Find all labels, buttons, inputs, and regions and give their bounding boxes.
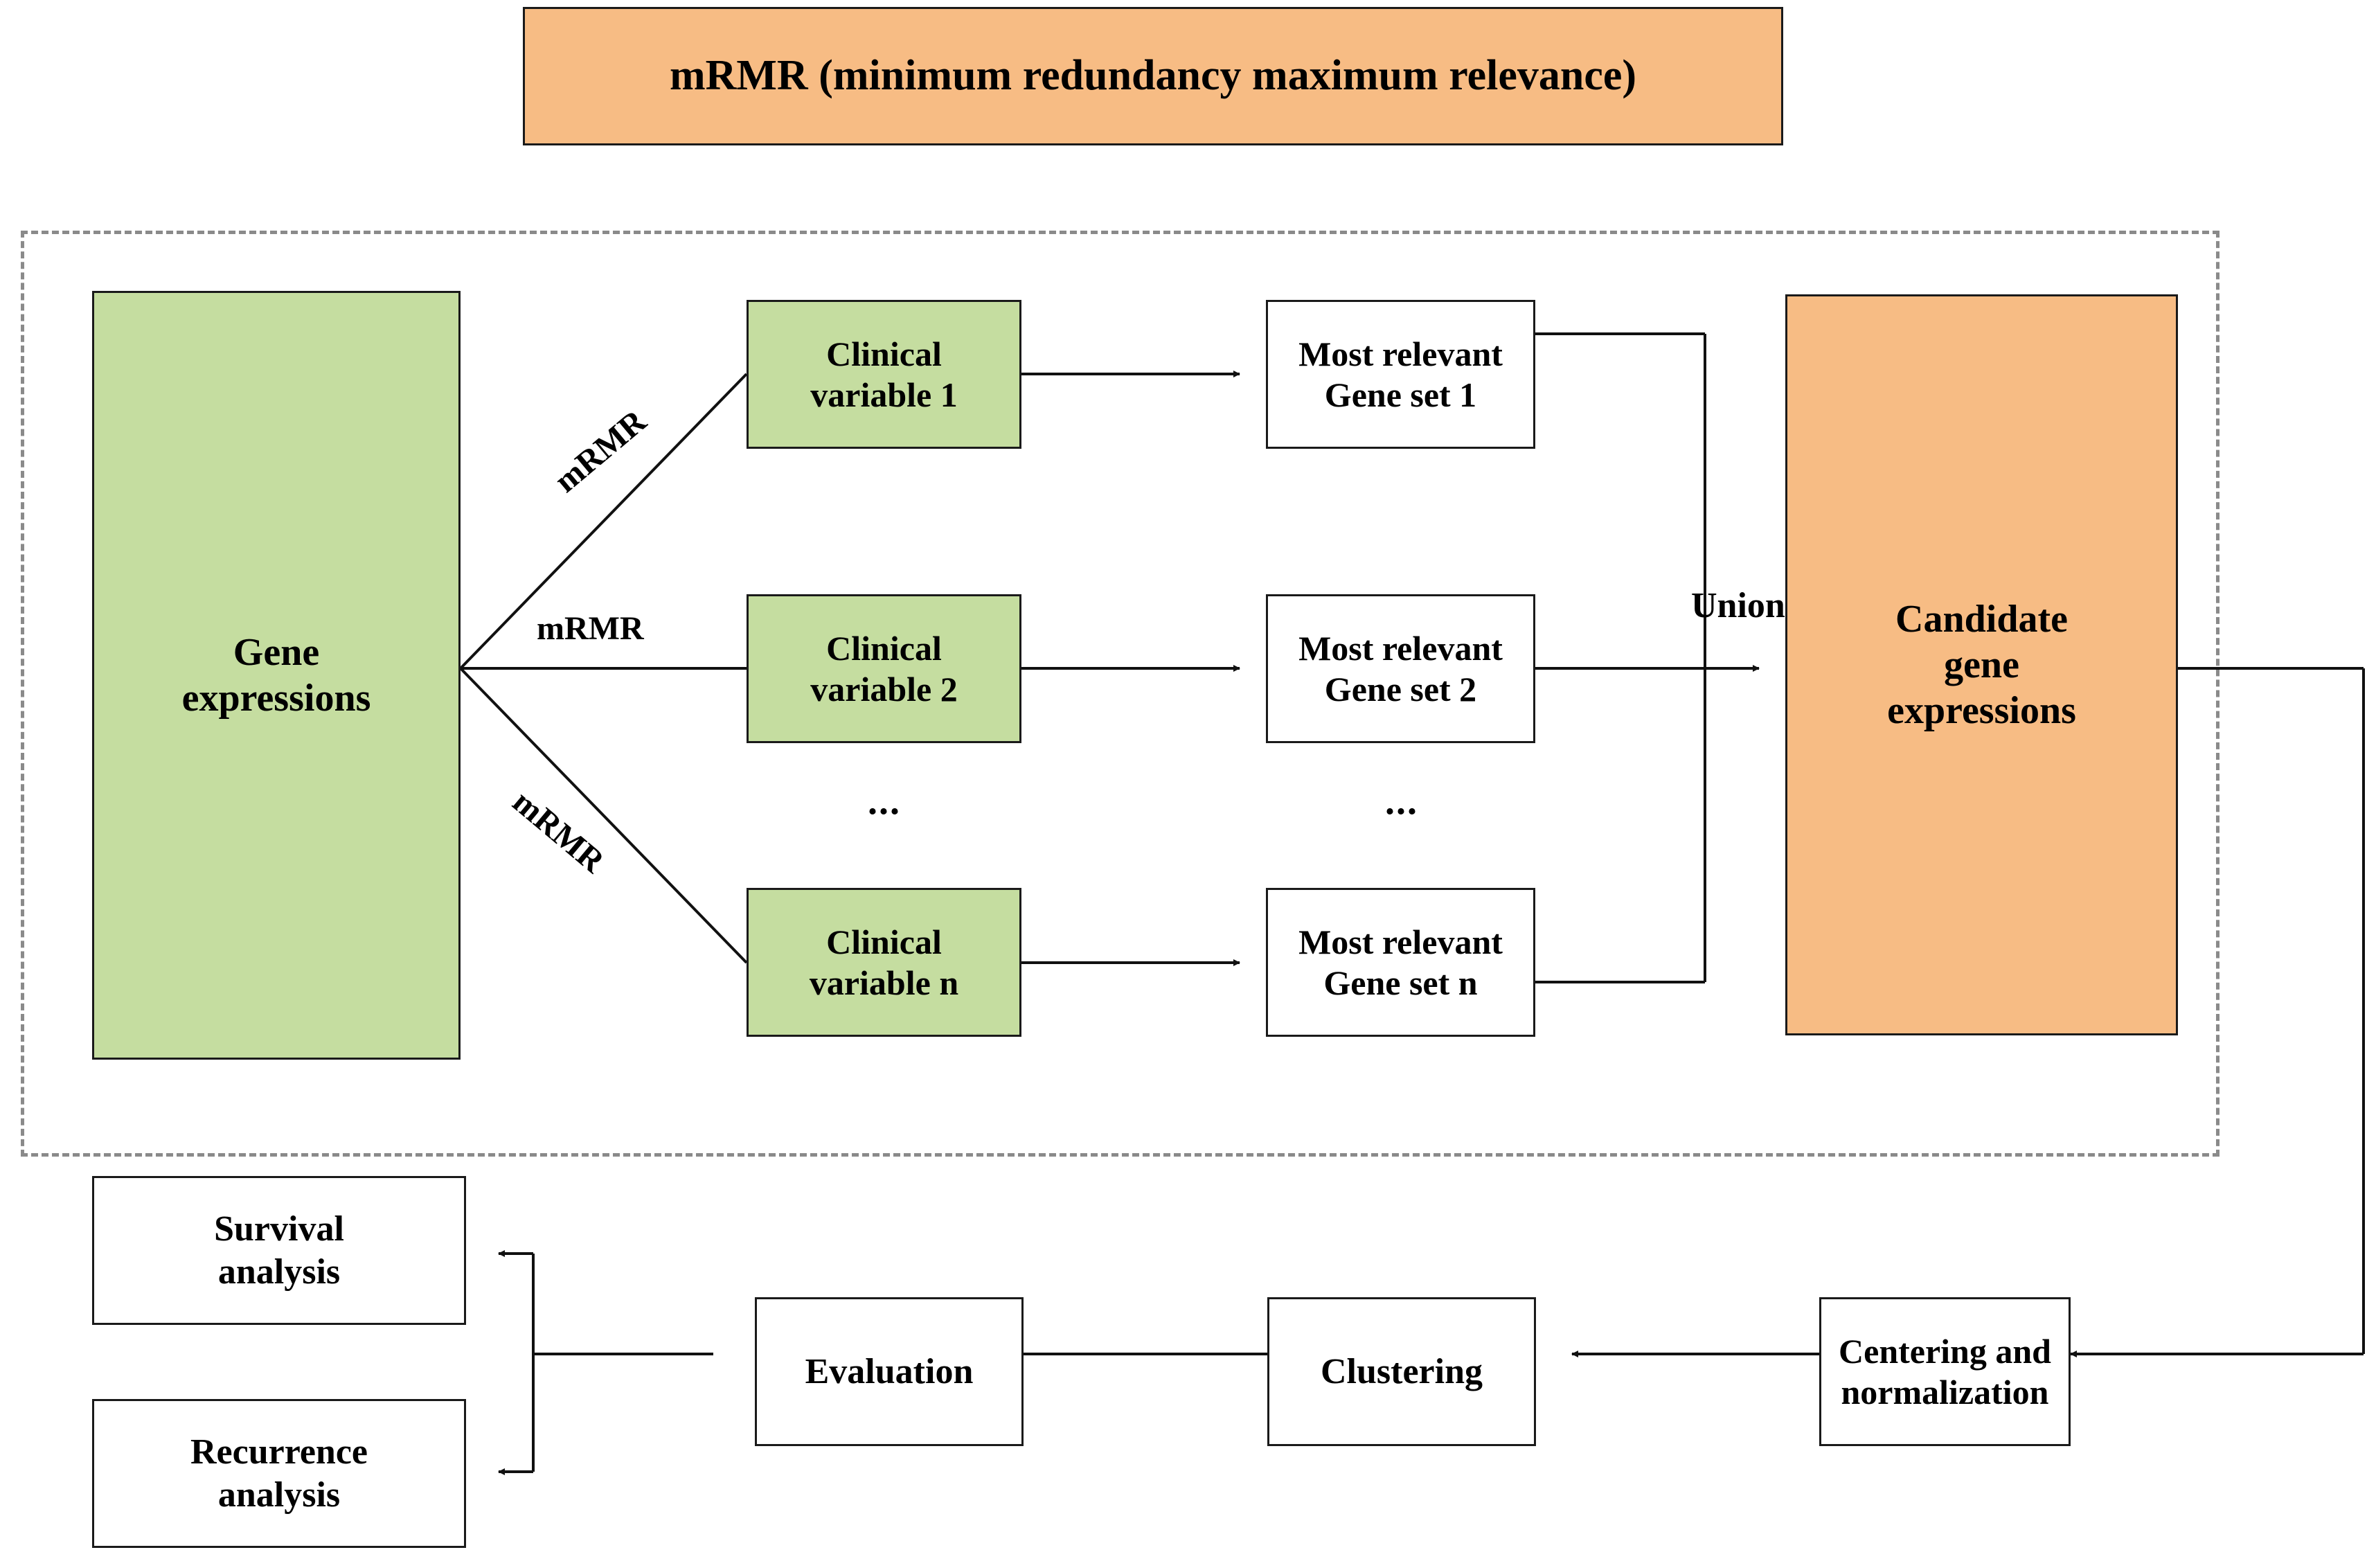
gene-expressions-box: Gene expressions [92,291,461,1060]
clinical-variable-1-line1: Clinical [826,334,942,373]
centering-line2: normalization [1841,1372,2049,1411]
centering-normalization-box: Centering and normalization [1819,1297,2071,1446]
mrmr-dashed-region [21,231,2219,1157]
union-label: Union [1691,586,1785,625]
candidate-line2: gene [1944,643,2019,686]
title-banner: mRMR (minimum redundancy maximum relevan… [523,7,1783,145]
survival-line2: analysis [217,1251,341,1292]
clinical-variable-2-box: Clinical variable 2 [747,594,1021,743]
clinical-variable-1-box: Clinical variable 1 [747,300,1021,449]
clinical-variable-n-line2: variable n [809,963,959,1002]
survival-line1: Survival [214,1209,344,1249]
candidate-gene-expressions-box: Candidate gene expressions [1785,294,2178,1035]
centering-line1: Centering and [1839,1331,2051,1371]
branch-label-mrmr-2: mRMR [537,610,644,647]
clinical-variable-2-line1: Clinical [826,628,942,668]
evaluation-label: Evaluation [805,1351,974,1391]
gene-set-n-box: Most relevant Gene set n [1266,888,1535,1037]
gene-set-2-line1: Most relevant [1298,628,1503,668]
clustering-box: Clustering [1267,1297,1536,1446]
gene-expressions-line1: Gene [233,630,320,674]
candidate-line3: expressions [1887,689,2076,733]
clinical-ellipsis: ... [868,780,901,823]
gene-set-n-line2: Gene set n [1323,963,1478,1002]
gene-set-1-line2: Gene set 1 [1324,375,1477,414]
recurrence-analysis-box: Recurrence analysis [92,1399,466,1548]
survival-analysis-box: Survival analysis [92,1176,466,1325]
clinical-variable-1-line2: variable 1 [810,375,958,414]
clinical-variable-n-line1: Clinical [826,922,942,961]
gene-set-2-line2: Gene set 2 [1324,669,1477,709]
gene-set-1-line1: Most relevant [1298,334,1503,373]
clinical-variable-n-box: Clinical variable n [747,888,1021,1037]
evaluation-box: Evaluation [755,1297,1024,1446]
gene-expressions-line2: expressions [181,677,371,720]
candidate-line1: Candidate [1895,597,2068,641]
gene-set-2-box: Most relevant Gene set 2 [1266,594,1535,743]
title-banner-text: mRMR (minimum redundancy maximum relevan… [669,52,1637,100]
recurrence-line2: analysis [217,1475,341,1515]
recurrence-line1: Recurrence [190,1432,368,1472]
gene-set-n-line1: Most relevant [1298,922,1503,961]
clinical-variable-2-line2: variable 2 [810,669,958,709]
gene-set-1-box: Most relevant Gene set 1 [1266,300,1535,449]
geneset-ellipsis: ... [1385,780,1418,823]
clustering-label: Clustering [1321,1351,1483,1391]
